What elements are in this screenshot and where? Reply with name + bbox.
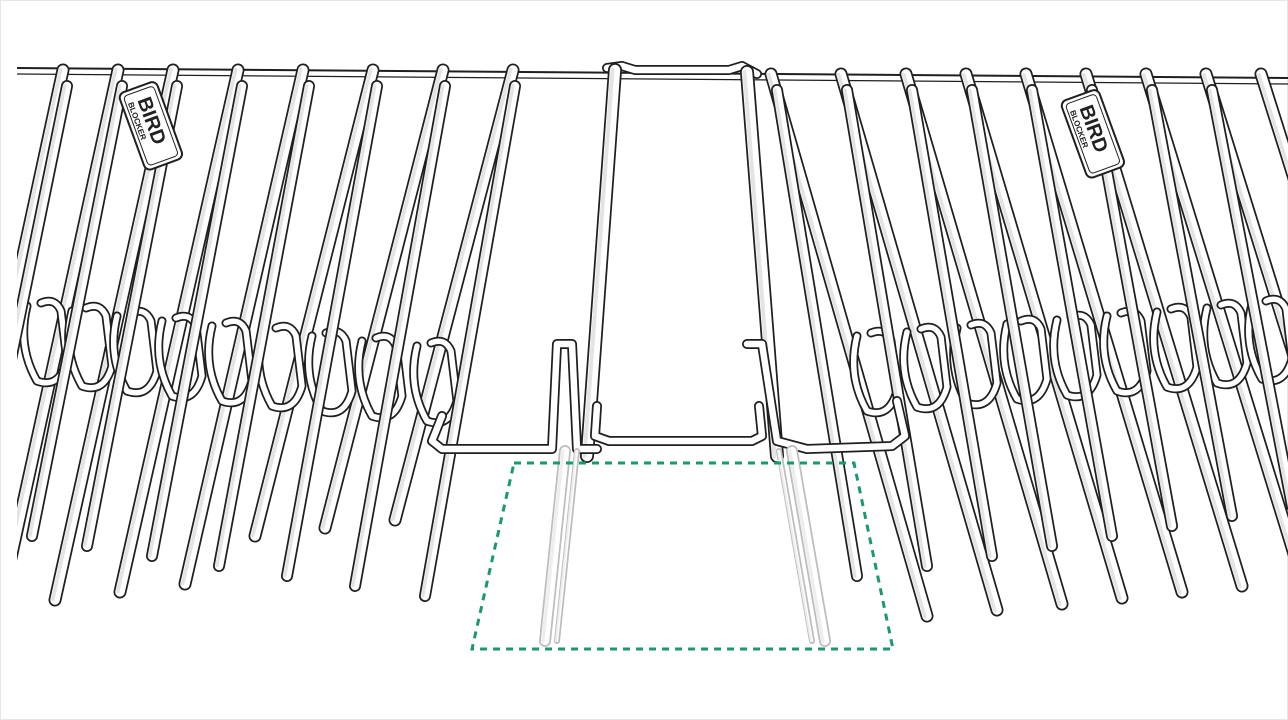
clip-loop-right-7 [1149, 302, 1202, 394]
clip-loop-right-2 [899, 322, 952, 414]
center-bracket [427, 61, 910, 463]
spike-left-2 [17, 63, 125, 561]
spike-right-front-8 [1206, 84, 1288, 511]
spike-right-front-4 [966, 84, 1058, 552]
spike-right-front-2 [841, 84, 933, 572]
clip-loop-left-7 [304, 326, 357, 418]
faded-leg-right-inner [776, 448, 815, 644]
clip-loop-right-4 [999, 314, 1052, 406]
spike-right-front-1 [771, 84, 863, 582]
diagram-stage: BIRD BLOCKER BIRD BLOCKER [17, 56, 1288, 656]
spike-left-6 [248, 63, 380, 543]
clip-loop-left-1 [19, 296, 72, 388]
spike-left-7 [318, 63, 450, 535]
spike-right-9 [1254, 67, 1288, 182]
spike-left-front-1 [17, 80, 73, 361]
clip-loop-right-9 [1244, 294, 1288, 386]
faded-leg-right [786, 445, 831, 647]
highlight-region [470, 461, 895, 651]
bracket-foot-right [742, 339, 910, 454]
spike-right-front-3 [906, 84, 998, 562]
bracket-top [602, 61, 762, 79]
faded-leg-left [539, 445, 571, 647]
spike-left-front-7 [349, 80, 451, 592]
bird-blocker-logo-left: BIRD BLOCKER [118, 81, 184, 171]
spike-left-front-8 [419, 80, 521, 602]
spike-right-front-5 [1026, 84, 1118, 542]
faded-legs [539, 445, 831, 647]
clip-loop-left-3 [109, 306, 162, 398]
bracket-leg-left [580, 63, 622, 463]
bracket-foot-left [427, 339, 602, 454]
spike-left-front-6 [281, 80, 383, 582]
bracket-base-center [590, 401, 767, 446]
spike-left-1 [17, 63, 70, 314]
spike-right-front-7 [1146, 84, 1238, 522]
clip-loop-left-4 [154, 311, 207, 403]
spike-left-front-2 [26, 80, 128, 542]
bird-blocker-illustration: BIRD BLOCKER BIRD BLOCKER [17, 61, 1288, 651]
spike-left-front-4 [146, 80, 248, 562]
clip-loop-left-5 [204, 316, 257, 408]
spike-left-4 [113, 63, 245, 599]
bird-blocker-logo-right: BIRD BLOCKER [1060, 89, 1126, 179]
faded-leg-left-inner [554, 448, 580, 644]
spike-left-front-5 [213, 80, 315, 572]
spike-left-8 [388, 63, 520, 527]
rail-edge-bottom [17, 73, 1288, 85]
